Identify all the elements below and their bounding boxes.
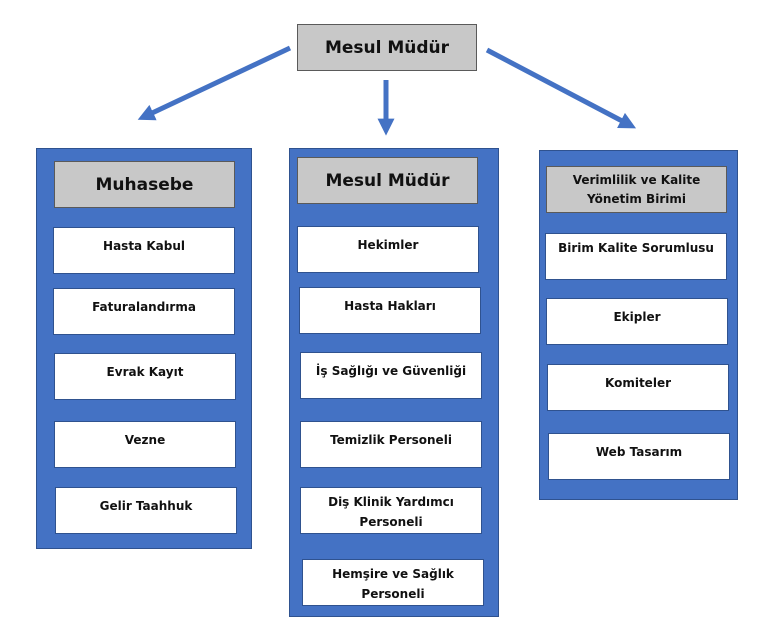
muhasebe-item: Hasta Kabul <box>53 227 235 274</box>
mesul-mudur-item: İş Sağlığı ve Güvenliği <box>300 352 482 399</box>
mesul-mudur-item: Hasta Hakları <box>299 287 481 334</box>
mesul-mudur-item: Diş Klinik Yardımcı Personeli <box>300 487 482 534</box>
arrow-to-kalite <box>485 47 637 129</box>
muhasebe-item: Gelir Taahhuk <box>55 487 237 534</box>
muhasebe-panel <box>36 148 252 549</box>
mesul-mudur-item: Hekimler <box>297 226 479 273</box>
kalite-item: Ekipler <box>546 298 728 345</box>
arrow-to-muhasebe <box>137 45 292 121</box>
kalite-item: Birim Kalite Sorumlusu <box>545 233 727 280</box>
muhasebe-item: Vezne <box>54 421 236 468</box>
muhasebe-header: Muhasebe <box>54 161 235 208</box>
kalite-header: Verimlilik ve Kalite Yönetim Birimi <box>546 166 727 213</box>
muhasebe-item: Evrak Kayıt <box>54 353 236 400</box>
mesul-mudur-item: Hemşire ve Sağlık Personeli <box>302 559 484 606</box>
kalite-item: Web Tasarım <box>548 433 730 480</box>
muhasebe-item: Faturalandırma <box>53 288 235 335</box>
top-manager-box: Mesul Müdür <box>297 24 477 71</box>
mesul-mudur-header: Mesul Müdür <box>297 157 478 204</box>
mesul-mudur-item: Temizlik Personeli <box>300 421 482 468</box>
kalite-item: Komiteler <box>547 364 729 411</box>
